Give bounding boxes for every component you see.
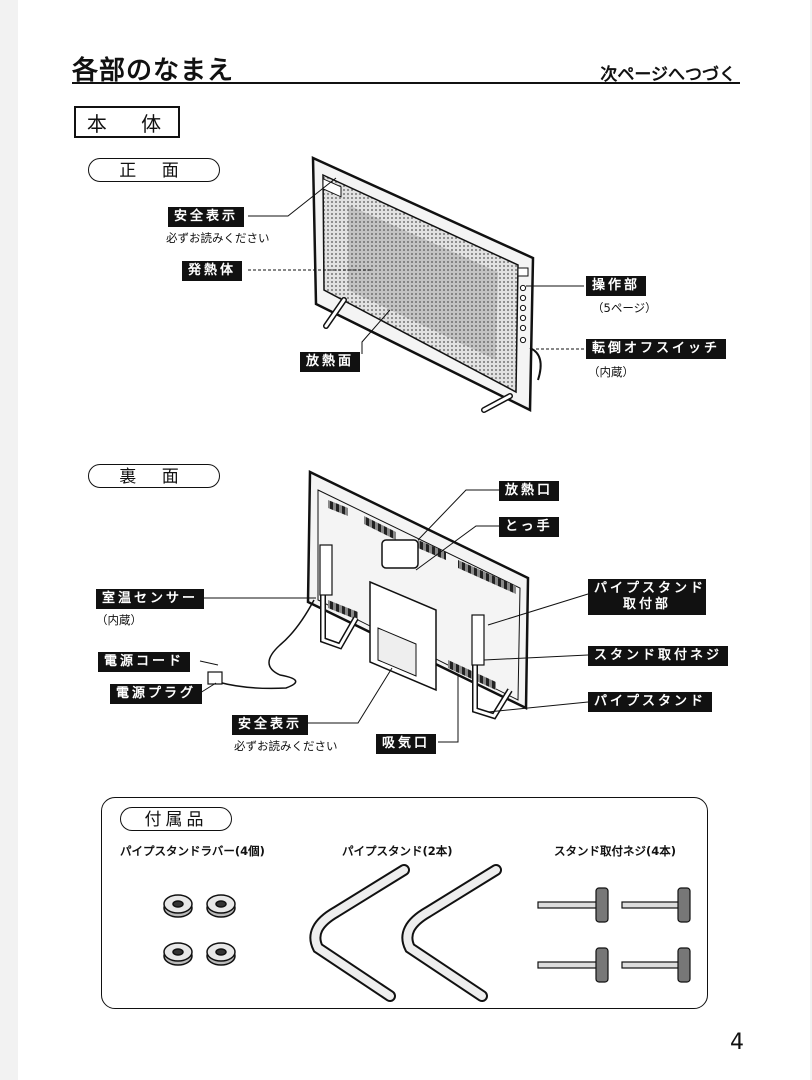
back-heading: 裏 面 <box>88 464 220 488</box>
label-power-cord: 電源コード <box>98 652 191 672</box>
label-handle: とっ手 <box>499 517 559 537</box>
note-control: （5ページ） <box>592 301 657 315</box>
label-safety-back: 安全表示 <box>232 715 309 735</box>
line-art <box>163 156 691 1002</box>
page-number: 4 <box>730 1030 744 1055</box>
note-safety-back: 必ずお読みください <box>234 739 338 753</box>
page-title: 各部のなまえ <box>72 56 235 86</box>
caption-rubbers: パイプスタンドラバー(4個) <box>120 844 265 858</box>
accessory-pipe-stands <box>309 864 502 1002</box>
caption-screws: スタンド取付ネジ(4本) <box>554 844 677 858</box>
label-radiator: 放熱面 <box>300 352 361 372</box>
continued-note: 次ページへつづく <box>600 65 736 85</box>
section-main-body: 本 体 <box>74 106 180 138</box>
front-heading: 正 面 <box>88 158 220 182</box>
label-control: 操作部 <box>586 276 647 296</box>
note-safety-front: 必ずお読みください <box>166 231 270 245</box>
label-safety-front: 安全表示 <box>168 207 245 227</box>
label-vent: 放熱口 <box>499 481 560 501</box>
label-stand-screw: スタンド取付ネジ <box>588 646 729 666</box>
front-heater-drawing <box>248 156 584 413</box>
accessories-box <box>101 797 708 1009</box>
label-pipe-stand-mount-line1: パイプスタンド <box>594 581 707 596</box>
back-heater-drawing <box>198 470 589 743</box>
label-room-sensor: 室温センサー <box>96 589 205 609</box>
label-pipe-stand-mount-line2: 取付部 <box>622 597 671 612</box>
label-power-plug: 電源プラグ <box>110 684 203 704</box>
note-tipover: （内蔵） <box>588 365 634 379</box>
label-heater: 発熱体 <box>182 261 243 281</box>
manual-page: 各部のなまえ 次ページへつづく 本 体 正 面 <box>18 0 810 1080</box>
caption-pipe-stands: パイプスタンド(2本) <box>342 844 453 858</box>
label-intake: 吸気口 <box>376 734 437 754</box>
label-tipover: 転倒オフスイッチ <box>586 339 727 359</box>
label-pipe-stand: パイプスタンド <box>588 692 713 712</box>
label-pipe-stand-mount: パイプスタンド 取付部 <box>588 579 706 615</box>
accessory-screws <box>537 887 691 983</box>
note-room-sensor: （内蔵） <box>96 613 142 627</box>
title-rule <box>72 82 740 84</box>
accessories-heading: 付属品 <box>120 807 232 831</box>
accessory-rubbers <box>163 894 236 966</box>
